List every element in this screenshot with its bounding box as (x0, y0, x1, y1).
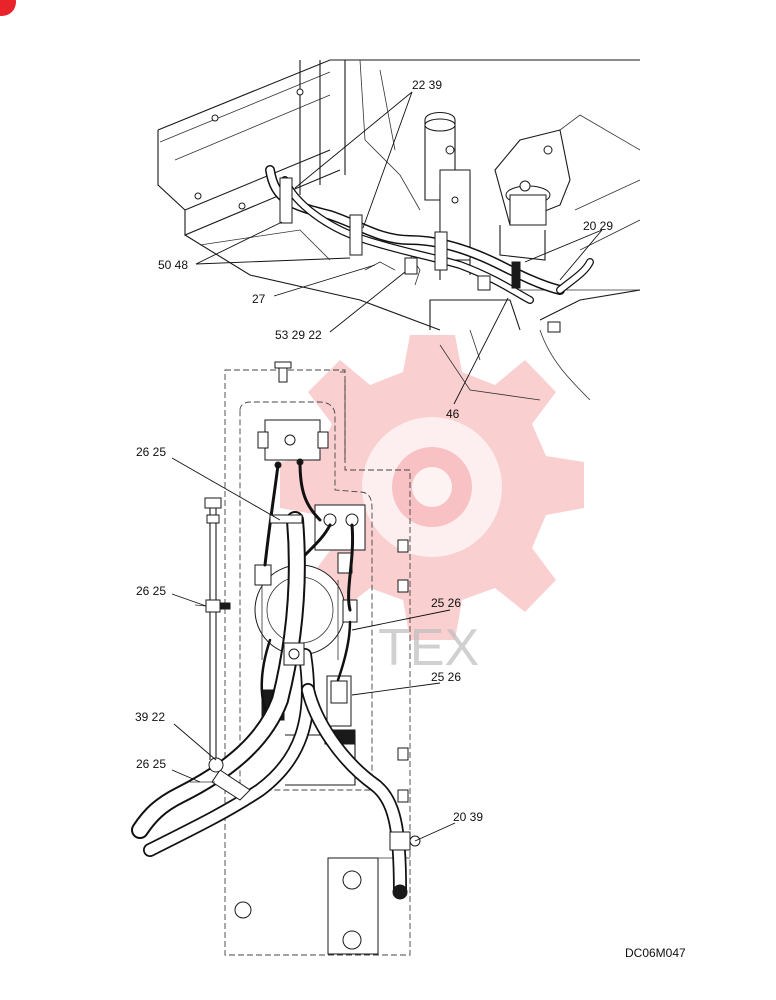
watermark-text: TEX (378, 619, 479, 677)
callout-50-48: 50 48 (158, 258, 188, 272)
callout-20-39: 20 39 (453, 810, 483, 824)
watermark-gear-icon (280, 335, 584, 640)
callout-26-25-b: 26 25 (136, 584, 166, 598)
lower-view-leaders (171, 457, 456, 842)
callout-20-29: 20 29 (583, 219, 613, 233)
callout-25-26-a: 25 26 (431, 596, 461, 610)
upper-assembly-view (157, 59, 641, 401)
lower-panel-view (131, 361, 421, 956)
upper-view-leaders (195, 91, 603, 405)
callout-26-25-c: 26 25 (136, 757, 166, 771)
callout-22-39-top: 22 39 (412, 78, 442, 92)
callout-27: 27 (252, 292, 266, 306)
corner-marker-icon (0, 0, 16, 16)
callout-53-29-22: 53 29 22 (275, 328, 322, 342)
callout-26-25-a: 26 25 (136, 445, 166, 459)
callout-labels: 22 39 20 29 50 48 27 53 29 22 46 26 25 2… (135, 78, 686, 960)
figure-code: DC06M047 (625, 946, 686, 960)
callout-39-22: 39 22 (135, 710, 165, 724)
callout-46: 46 (446, 407, 460, 421)
callout-25-26-b: 25 26 (431, 670, 461, 684)
